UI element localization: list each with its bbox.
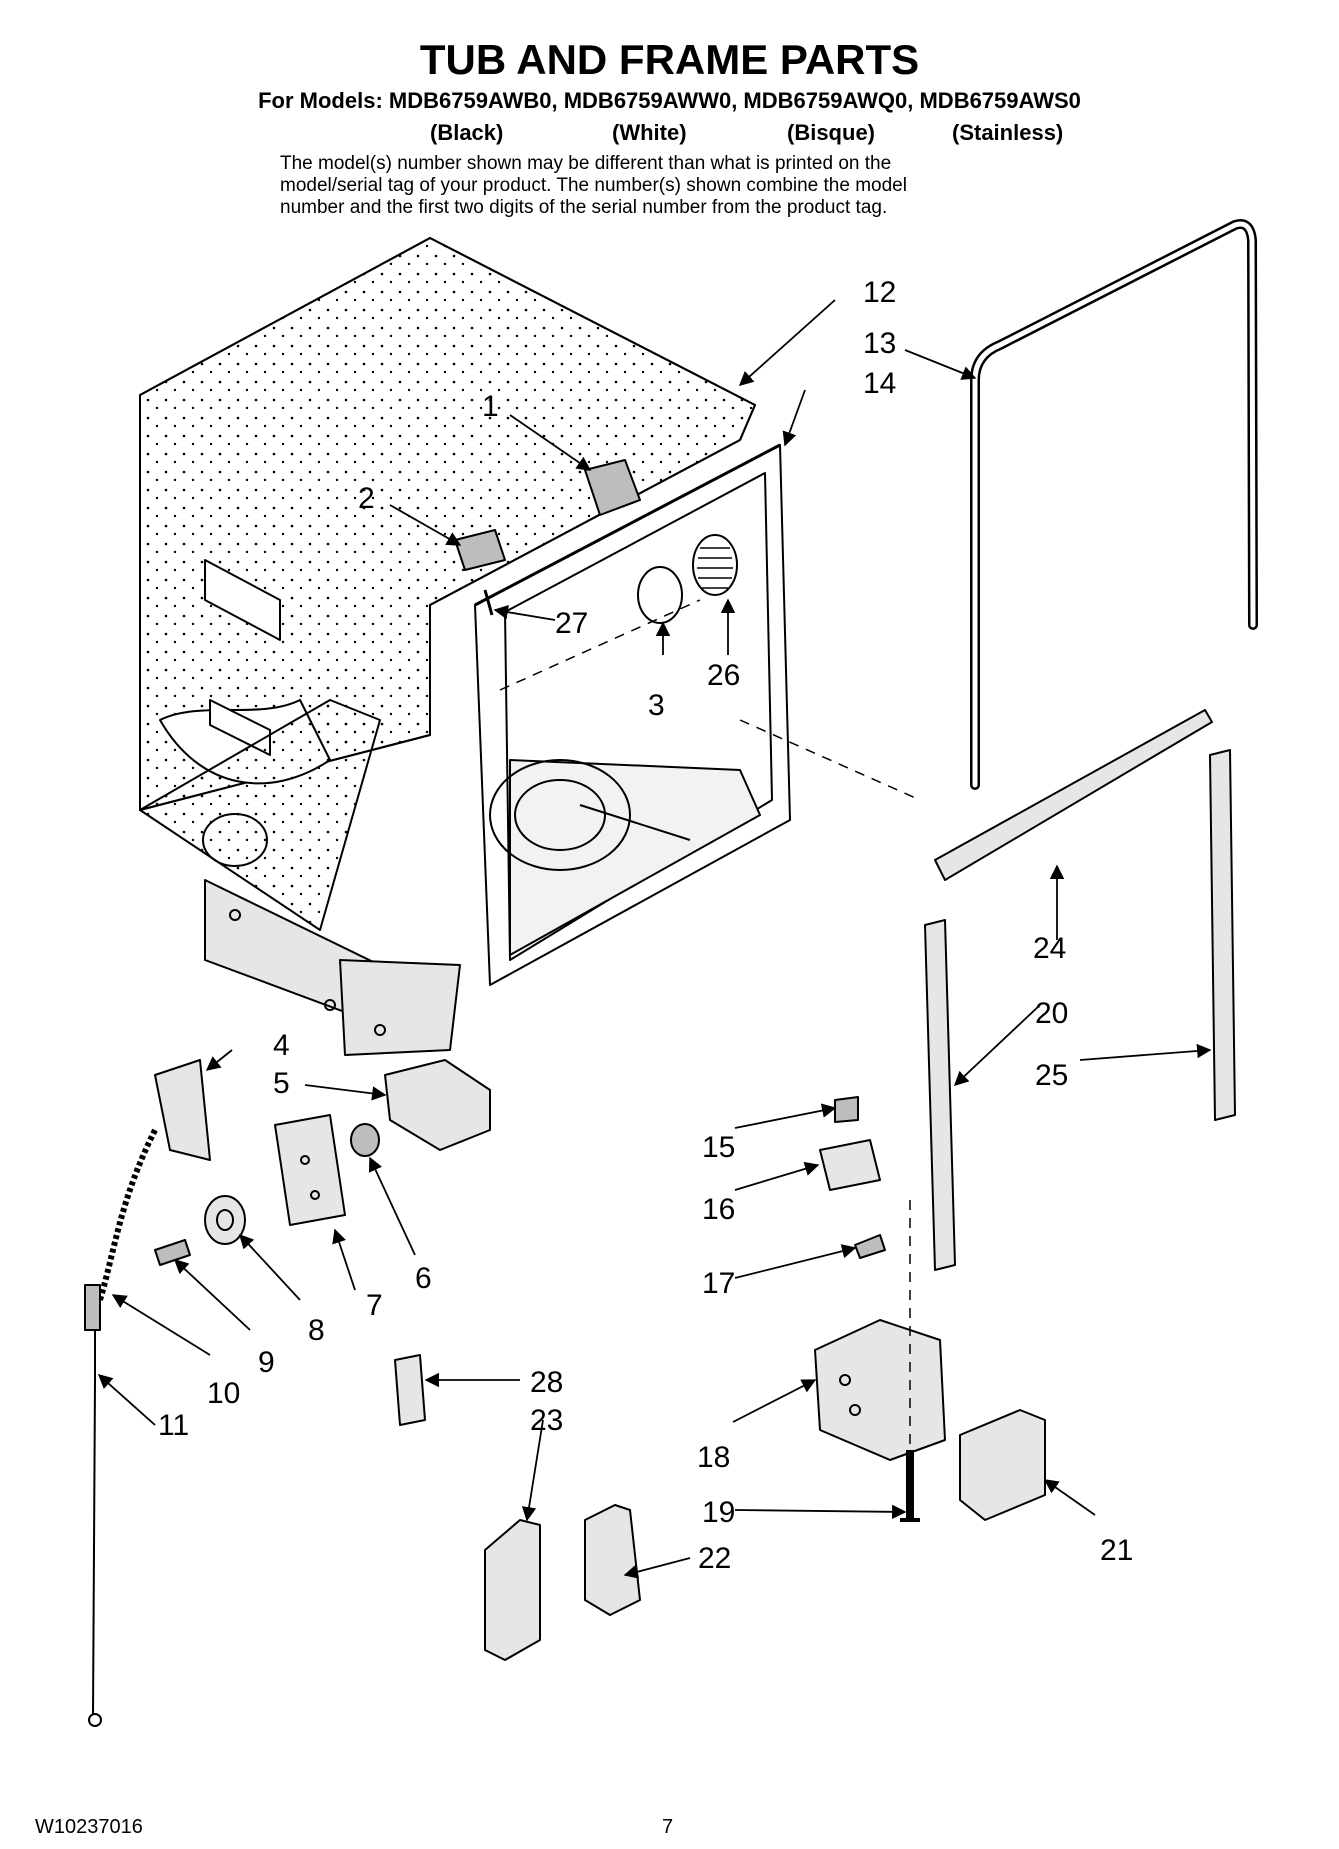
screw-part-27: [483, 589, 494, 616]
note-line-2: model/serial tag of your product. The nu…: [280, 175, 907, 196]
variant-bisque: (Bisque): [787, 120, 875, 145]
callout-26: 26: [707, 659, 740, 692]
clip-part-2: [454, 529, 506, 571]
callout-20: 20: [1035, 997, 1068, 1030]
callout-23: 23: [530, 1404, 563, 1437]
callout-labels: 1 2 3 4 5 6 7 8 9 10 11 12 13 14 15 16 1…: [158, 276, 1133, 1575]
callout-28: 28: [530, 1366, 563, 1399]
model-list: For Models: MDB6759AWB0, MDB6759AWW0, MD…: [258, 88, 1081, 113]
callout-14: 14: [863, 367, 896, 400]
callout-2: 2: [358, 482, 375, 515]
clip-part-28: [394, 1354, 426, 1426]
callout-24: 24: [1033, 932, 1066, 965]
top-trim-strip-part-24: [934, 709, 1213, 881]
note-line-1: The model(s) number shown may be differe…: [280, 153, 892, 174]
tub-base-assembly: [204, 879, 461, 1056]
model-number-note: The model(s) number shown may be differe…: [280, 153, 1160, 219]
leg-bracket-part-16: [819, 1139, 881, 1191]
page-number: 7: [662, 1816, 674, 1838]
side-trim-strip-part-20: [924, 919, 956, 1271]
callout-1: 1: [482, 390, 499, 423]
note-line-3: number and the first two digits of the s…: [280, 197, 888, 218]
callout-5: 5: [273, 1067, 290, 1100]
pin-part-9: [154, 1239, 191, 1266]
callout-8: 8: [308, 1314, 325, 1347]
callout-13: 13: [863, 327, 896, 360]
leveling-leg-part-15: [834, 1096, 859, 1123]
callout-6: 6: [415, 1262, 432, 1295]
cable-part-11: [92, 1300, 96, 1716]
spring-part-10: [97, 1128, 158, 1301]
side-trim-strip-part-25: [1209, 749, 1236, 1121]
tub-interior-floor: [489, 759, 761, 956]
pulley-part-8: [204, 1195, 246, 1245]
callout-16: 16: [702, 1193, 735, 1226]
callout-7: 7: [366, 1289, 383, 1322]
nut-part-6: [350, 1123, 380, 1157]
callout-18: 18: [697, 1441, 730, 1474]
variant-black: (Black): [430, 120, 504, 145]
cover-part-21: [959, 1409, 1046, 1521]
variant-stainless: (Stainless): [952, 120, 1064, 145]
vent-latch-part-1: [584, 459, 641, 516]
callout-3: 3: [648, 689, 665, 722]
callout-25: 25: [1035, 1059, 1068, 1092]
bracket-part-5: [384, 1059, 491, 1151]
callout-17: 17: [702, 1267, 735, 1300]
callout-9: 9: [258, 1346, 275, 1379]
tub-side-panel: [139, 699, 381, 931]
callout-21: 21: [1100, 1534, 1133, 1567]
door-gasket-part-13: [970, 219, 1258, 790]
side-bracket-part-23: [484, 1519, 541, 1661]
callout-12: 12: [863, 276, 896, 309]
bracket-plate-part-4: [154, 1059, 211, 1161]
callout-11: 11: [158, 1409, 189, 1442]
side-bracket-part-22: [584, 1504, 641, 1616]
callout-4: 4: [273, 1029, 290, 1062]
mounting-bracket-part-18: [814, 1319, 946, 1461]
vent-grille-part-26: [692, 534, 738, 596]
page-title: TUB AND FRAME PARTS: [419, 36, 920, 83]
document-number: W10237016: [35, 1816, 143, 1838]
callout-10: 10: [207, 1377, 240, 1410]
callout-19: 19: [702, 1496, 735, 1529]
mount-plate-part-7: [274, 1114, 346, 1226]
variant-white: (White): [612, 120, 687, 145]
screw-part-17: [854, 1234, 886, 1259]
callout-15: 15: [702, 1131, 735, 1164]
callout-27: 27: [555, 607, 588, 640]
callout-22: 22: [698, 1542, 731, 1575]
